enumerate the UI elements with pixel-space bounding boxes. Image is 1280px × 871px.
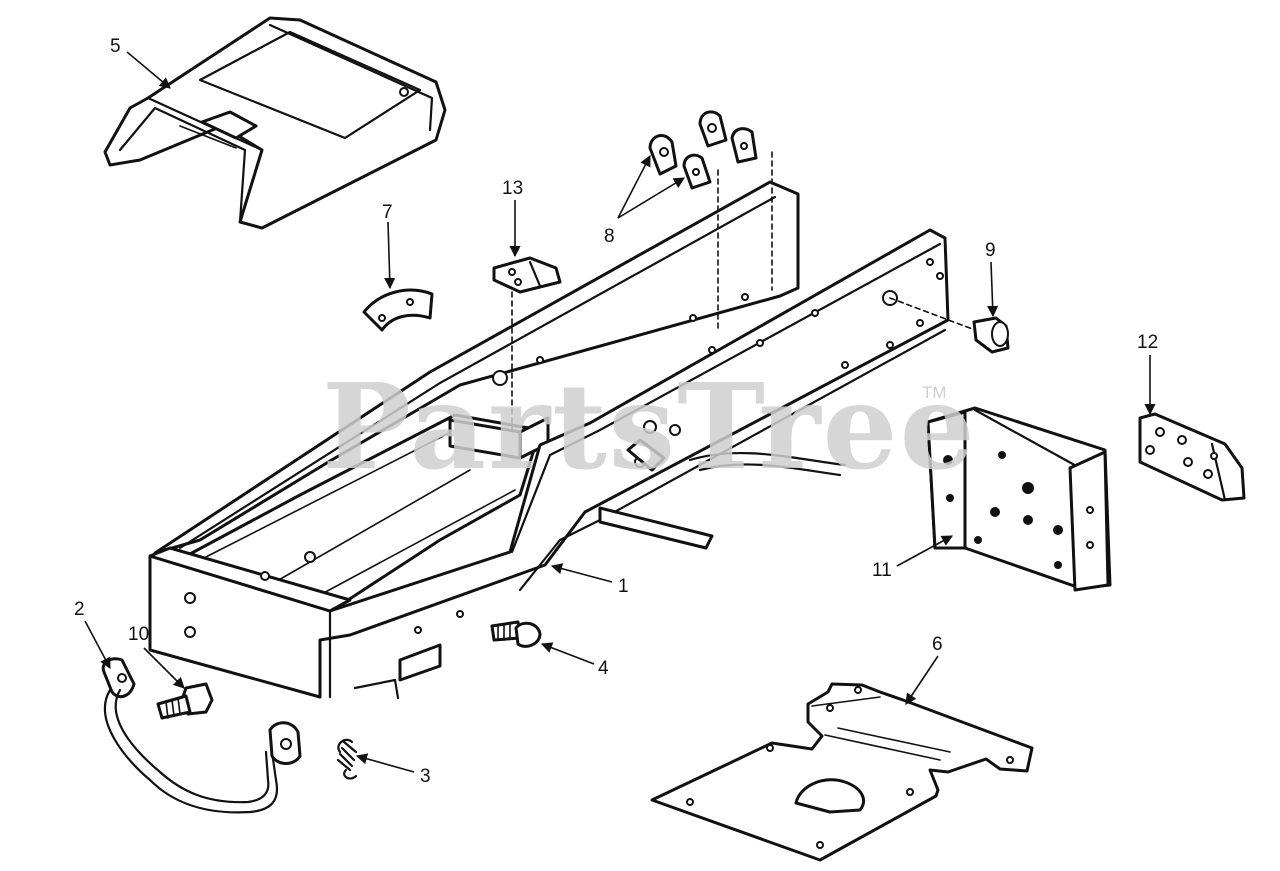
callout-8: 8 [604,226,615,247]
part-11-mounting-plate [926,406,1112,592]
callout-5: 5 [110,36,121,57]
part-4-shoulder-bolt [490,620,542,648]
callout-1: 1 [618,576,629,597]
part-13-bracket [492,256,562,431]
callout-12: 12 [1137,332,1158,353]
part-12-side-plate [1138,412,1246,502]
part-8-clips [648,110,773,333]
part-6-base-plate [650,682,1034,862]
callout-10: 10 [128,624,149,645]
part-3-spring [336,738,358,780]
callout-2: 2 [74,599,85,620]
part-5-seat-pan [103,16,447,230]
callout-6: 6 [932,634,943,655]
callout-leaders [84,51,1156,773]
part-9-bushing [889,297,1010,354]
callout-labels: 5 7 13 8 9 12 11 1 4 6 3 10 2 [74,36,1158,787]
part-2-bail [101,657,302,814]
watermark-trademark: TM [922,383,947,402]
watermark-text: PartsTree [322,357,977,496]
part-7-curved-spacer [362,288,434,332]
callout-7: 7 [382,202,393,223]
callout-13: 13 [502,178,523,199]
part-10-hex-bolt [156,682,214,720]
part-1-main-frame [148,180,950,700]
callout-3: 3 [420,766,431,787]
watermark: PartsTree TM [322,357,977,496]
callout-4: 4 [598,658,609,679]
callout-11: 11 [872,560,892,581]
callout-9: 9 [985,240,996,261]
